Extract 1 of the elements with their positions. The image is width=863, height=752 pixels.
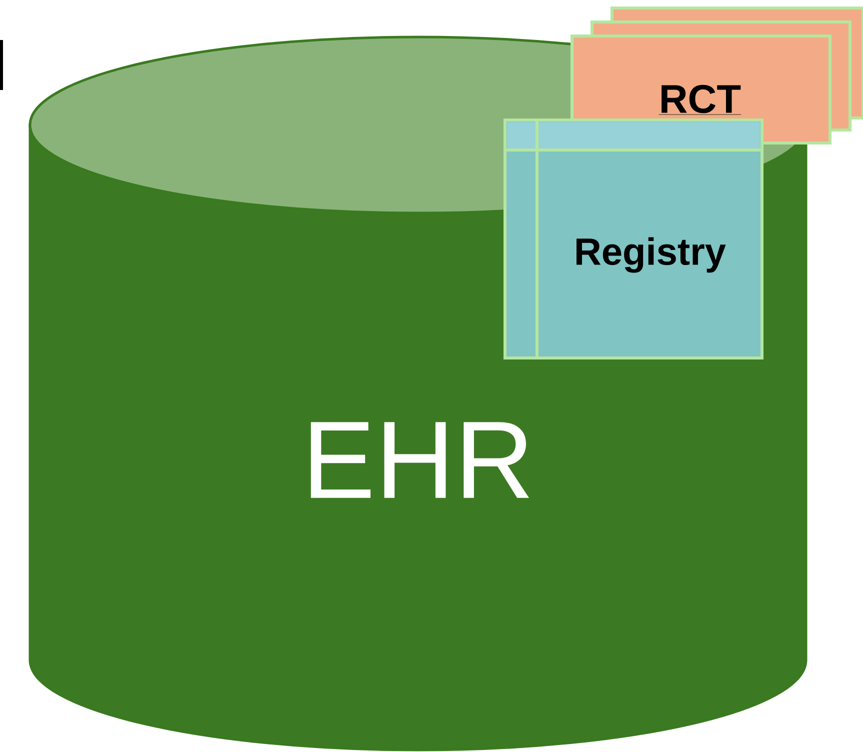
registry-box: Registry — [504, 118, 764, 360]
